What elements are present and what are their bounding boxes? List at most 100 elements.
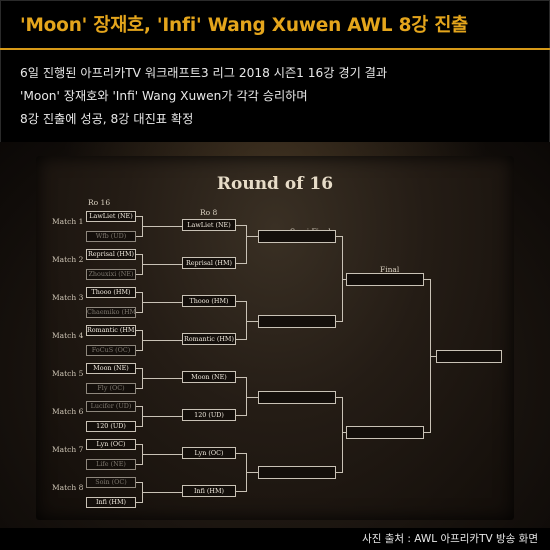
- connector-line: [136, 350, 142, 351]
- connector-line: [142, 416, 182, 417]
- player-slot: Lyn (OC): [86, 439, 136, 450]
- winner-slot: 120 (UD): [182, 409, 236, 421]
- match-label: Match 2: [52, 255, 84, 264]
- connector-line: [136, 426, 142, 427]
- match-label: Match 3: [52, 293, 84, 302]
- connector-line: [136, 254, 142, 255]
- connector-line: [424, 279, 430, 280]
- connector-line: [342, 432, 346, 433]
- connector-line: [246, 321, 258, 322]
- connector-line: [246, 225, 247, 264]
- summary-line: 8강 진출에 성공, 8강 대진표 확정: [20, 112, 194, 126]
- connector-line: [236, 453, 246, 454]
- winner-slot: Reprisal (HM): [182, 257, 236, 269]
- photo-credit: 사진 출처 : AWL 아프리카TV 방송 화면: [362, 533, 538, 545]
- final-slot: [346, 426, 424, 439]
- connector-line: [136, 274, 142, 275]
- connector-line: [142, 302, 182, 303]
- connector-line: [236, 415, 246, 416]
- connector-line: [342, 397, 343, 473]
- connector-line: [136, 502, 142, 503]
- player-slot: 120 (UD): [86, 421, 136, 432]
- connector-line: [246, 397, 258, 398]
- connector-line: [236, 377, 246, 378]
- match-label: Match 5: [52, 369, 84, 378]
- semi-final-slot: [258, 391, 336, 404]
- winner-slot: Romantic (HM): [182, 333, 236, 345]
- semi-final-slot: [258, 315, 336, 328]
- connector-line: [336, 472, 342, 473]
- connector-line: [336, 397, 342, 398]
- column-label-ro16: Ro 16: [88, 198, 111, 207]
- player-slot: Lucifer (UD): [86, 401, 136, 412]
- connector-line: [246, 472, 258, 473]
- connector-line: [142, 492, 182, 493]
- player-slot: Moon (NE): [86, 363, 136, 374]
- summary-line: 6일 진행된 아프리카TV 워크래프트3 리그 2018 시즌1 16강 경기 …: [20, 66, 388, 80]
- connector-line: [136, 482, 142, 483]
- connector-line: [236, 339, 246, 340]
- match-label: Match 8: [52, 483, 84, 492]
- connector-line: [236, 263, 246, 264]
- connector-line: [236, 225, 246, 226]
- semi-final-slot: [258, 230, 336, 243]
- bracket-title: Round of 16: [216, 174, 334, 194]
- match-label: Match 7: [52, 445, 84, 454]
- connector-line: [142, 378, 182, 379]
- champion-slot: [436, 350, 502, 363]
- player-slot: Zhouxixi (NE): [86, 269, 136, 280]
- semi-final-slot: [258, 466, 336, 479]
- player-slot: Romantic (HM): [86, 325, 136, 336]
- connector-line: [136, 292, 142, 293]
- winner-slot: Thooo (HM): [182, 295, 236, 307]
- connector-line: [136, 236, 142, 237]
- player-slot: Reprisal (HM): [86, 249, 136, 260]
- player-slot: Chaemiko (HM): [86, 307, 136, 318]
- player-slot: Soin (OC): [86, 477, 136, 488]
- winner-slot: Moon (NE): [182, 371, 236, 383]
- connector-line: [136, 330, 142, 331]
- winner-slot: Lyn (OC): [182, 447, 236, 459]
- winner-slot: LawLiet (NE): [182, 219, 236, 231]
- connector-line: [136, 406, 142, 407]
- headline-text: 'Moon' 장재호, 'Infi' Wang Xuwen AWL 8강 진출: [20, 15, 468, 36]
- summary-line: 'Moon' 장재호와 'Infi' Wang Xuwen가 각각 승리하며: [20, 89, 308, 103]
- connector-line: [236, 491, 246, 492]
- winner-slot: Infi (HM): [182, 485, 236, 497]
- column-label-ro8: Ro 8: [200, 208, 218, 217]
- connector-line: [236, 301, 246, 302]
- connector-line: [430, 356, 436, 357]
- connector-line: [336, 321, 342, 322]
- connector-line: [136, 444, 142, 445]
- headline-bar: 'Moon' 장재호, 'Infi' Wang Xuwen AWL 8강 진출: [0, 0, 550, 50]
- connector-line: [246, 236, 258, 237]
- connector-line: [336, 236, 342, 237]
- final-slot: [346, 273, 424, 286]
- connector-line: [424, 432, 430, 433]
- match-label: Match 4: [52, 331, 84, 340]
- column-label-final: Final: [380, 265, 400, 274]
- connector-line: [136, 368, 142, 369]
- connector-line: [246, 301, 247, 340]
- connector-line: [342, 279, 346, 280]
- player-slot: Life (NE): [86, 459, 136, 470]
- match-label: Match 6: [52, 407, 84, 416]
- match-label: Match 1: [52, 217, 84, 226]
- player-slot: Wfb (UD): [86, 231, 136, 242]
- player-slot: LawLiet (NE): [86, 211, 136, 222]
- player-slot: Fly (OC): [86, 383, 136, 394]
- summary-text: 6일 진행된 아프리카TV 워크래프트3 리그 2018 시즌1 16강 경기 …: [20, 62, 387, 131]
- connector-line: [142, 264, 182, 265]
- footer-bar: 사진 출처 : AWL 아프리카TV 방송 화면: [0, 528, 550, 550]
- connector-line: [136, 312, 142, 313]
- connector-line: [142, 226, 182, 227]
- connector-line: [136, 216, 142, 217]
- player-slot: FoCuS (OC): [86, 345, 136, 356]
- connector-line: [246, 377, 247, 416]
- connector-line: [142, 454, 182, 455]
- connector-line: [142, 340, 182, 341]
- player-slot: Infi (HM): [86, 497, 136, 508]
- player-slot: Thooo (HM): [86, 287, 136, 298]
- connector-line: [136, 388, 142, 389]
- connector-line: [136, 464, 142, 465]
